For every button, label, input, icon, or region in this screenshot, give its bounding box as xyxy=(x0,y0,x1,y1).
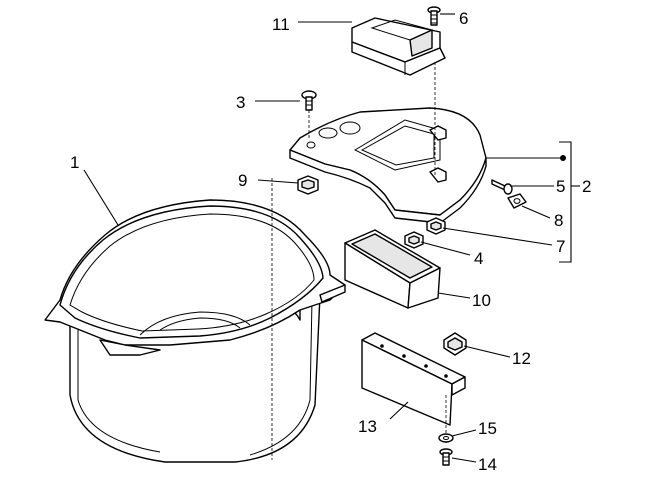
callout-11: 11 xyxy=(272,15,290,34)
callout-labels: 1 2 3 4 5 6 7 8 9 10 11 12 13 14 15 xyxy=(70,9,591,474)
callout-6: 6 xyxy=(459,9,468,28)
part-14-screw xyxy=(439,448,453,466)
part-2-lid-plate xyxy=(289,107,580,263)
leader-lines xyxy=(83,13,554,463)
callout-7: 7 xyxy=(556,237,565,256)
part-5-pin xyxy=(491,179,513,195)
callout-4: 4 xyxy=(474,249,483,268)
callout-14: 14 xyxy=(478,455,497,474)
callout-15: 15 xyxy=(478,419,497,438)
callout-1: 1 xyxy=(70,153,79,172)
callout-13: 13 xyxy=(358,417,377,436)
part-4-pad xyxy=(404,231,424,249)
callout-5: 5 xyxy=(556,177,565,196)
part-1-helmet-bucket xyxy=(44,178,346,463)
part-9-clip-nut xyxy=(297,175,319,195)
callout-10: 10 xyxy=(472,291,491,310)
callout-8: 8 xyxy=(554,211,563,230)
callout-2: 2 xyxy=(582,177,591,196)
part-3-screw xyxy=(301,90,317,140)
part-15-washer xyxy=(438,433,454,443)
part-13-bracket-panel xyxy=(361,332,466,445)
part-7-pad xyxy=(426,217,446,235)
part-8-grommet xyxy=(507,193,527,209)
part-11-latch-handle xyxy=(351,17,446,175)
callout-12: 12 xyxy=(512,349,531,368)
part-10-storage-tray xyxy=(344,229,441,309)
part-12-clip xyxy=(443,332,467,356)
callout-9: 9 xyxy=(238,171,247,190)
leader-dot xyxy=(560,155,566,161)
part-6-screw xyxy=(427,6,441,26)
callout-3: 3 xyxy=(236,93,245,112)
